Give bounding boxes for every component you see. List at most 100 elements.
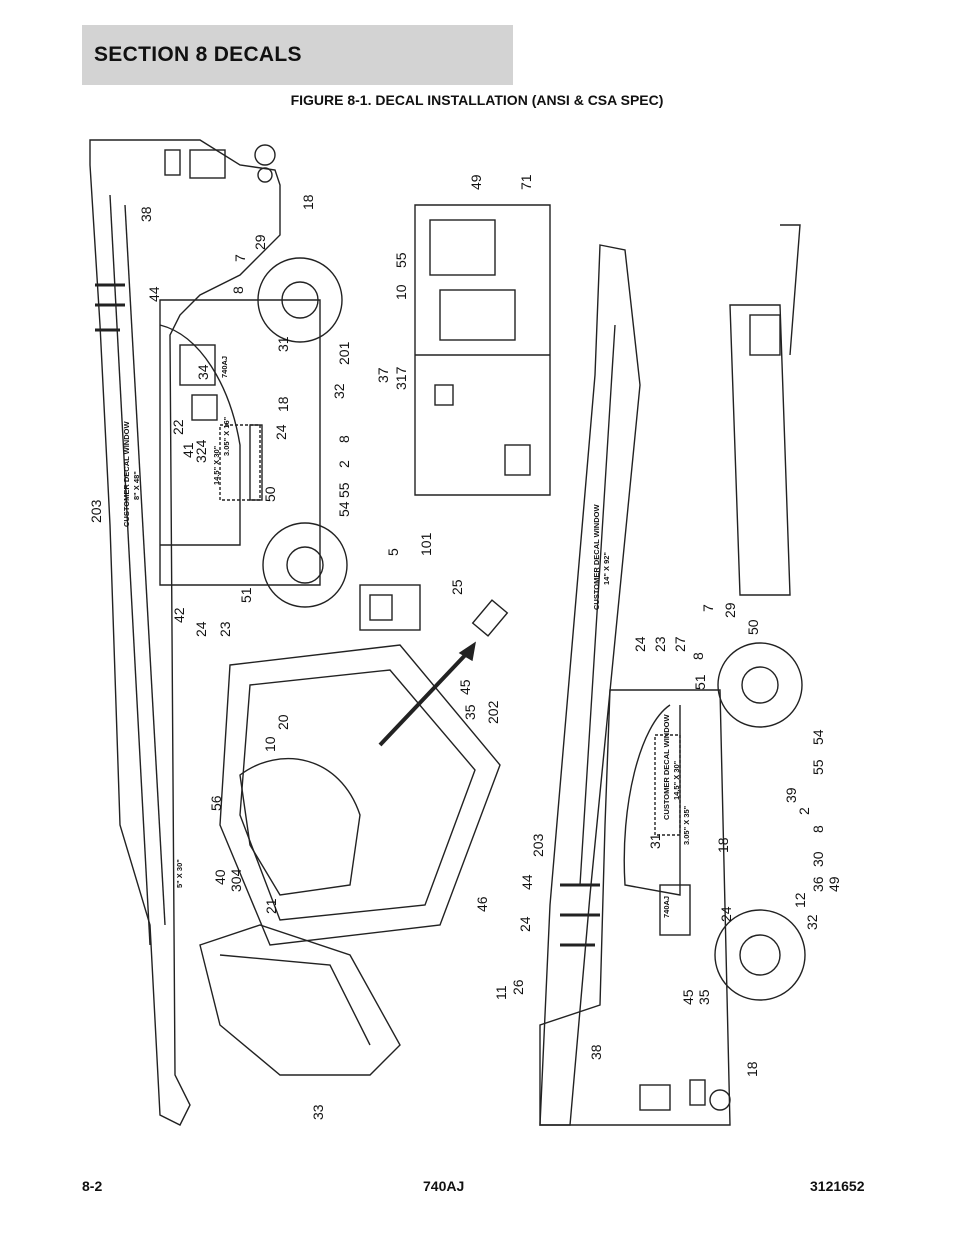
callout-201: 201 <box>336 341 352 365</box>
callout-29-b: 29 <box>722 602 738 618</box>
callout-56: 56 <box>208 795 224 811</box>
callout-21: 21 <box>263 898 279 914</box>
document-number: 3121652 <box>810 1178 865 1194</box>
decal-installation-drawing <box>89 139 806 1126</box>
callout-49: 49 <box>468 174 484 190</box>
callout-45-b: 45 <box>680 989 696 1005</box>
callout-8-b: 8 <box>336 435 352 443</box>
callout-101: 101 <box>418 532 434 556</box>
callout-8-d: 8 <box>810 825 826 833</box>
callout-324: 324 <box>193 439 209 463</box>
callout-34: 34 <box>195 364 211 380</box>
left-model-plate: 740AJ <box>220 355 229 378</box>
callout-11: 11 <box>493 985 509 1000</box>
callout-51-b: 51 <box>692 674 708 690</box>
callout-31: 31 <box>275 336 291 352</box>
callout-7: 7 <box>232 254 248 262</box>
left-boom-decal-window-size: 8" X 48" <box>132 471 141 500</box>
callout-36: 36 <box>810 876 826 892</box>
callout-35-b: 35 <box>696 989 712 1005</box>
callout-2-b: 2 <box>796 807 812 815</box>
callout-23: 23 <box>217 621 233 637</box>
page-number: 8-2 <box>82 1178 103 1194</box>
callout-50: 50 <box>262 486 278 502</box>
callout-20: 20 <box>275 714 291 730</box>
control-box-drawing <box>414 204 551 496</box>
right-side-decal-window-size: 14.5" X 30" <box>672 760 681 800</box>
callout-203: 203 <box>88 499 104 523</box>
callout-45: 45 <box>457 679 473 695</box>
section-header: SECTION 8 DECALS <box>82 25 513 85</box>
right-boom-decal-window-size: 14" X 92" <box>602 552 611 585</box>
right-machine-drawing <box>539 642 806 1126</box>
callout-18-c: 18 <box>715 837 731 853</box>
callout-23-b: 23 <box>652 636 668 652</box>
callout-202: 202 <box>485 700 501 724</box>
decal-5-drawing <box>359 584 421 631</box>
left-machine-drawing <box>89 139 348 1126</box>
callout-10-b: 10 <box>262 736 278 752</box>
callout-24-e: 24 <box>718 906 734 922</box>
callout-38: 38 <box>138 206 154 222</box>
callout-49-b: 49 <box>826 876 842 892</box>
callout-24-c: 24 <box>193 621 209 637</box>
callout-44: 44 <box>146 286 162 302</box>
callout-8-c: 8 <box>690 652 706 660</box>
callout-55-c: 55 <box>810 759 826 775</box>
left-boom-decal-window-label: CUSTOMER DECAL WINDOW <box>122 421 131 527</box>
callout-31-b: 31 <box>647 833 663 849</box>
callout-24-d: 24 <box>632 636 648 652</box>
callout-71: 71 <box>518 174 534 190</box>
section-title: SECTION 8 DECALS <box>94 43 302 66</box>
cover-drawing <box>199 924 401 1076</box>
callout-29: 29 <box>252 234 268 250</box>
right-model-plate: 740AJ <box>662 895 671 918</box>
left-boom-small-decal-size: 5" X 30" <box>175 859 184 888</box>
callout-32: 32 <box>331 383 347 399</box>
right-side-decal-window-label: CUSTOMER DECAL WINDOW <box>662 714 671 820</box>
right-boom-drawing <box>539 244 641 1126</box>
right-side-small-decal-size: 3.05" X 35" <box>682 805 691 845</box>
model-name: 740AJ <box>423 1178 465 1194</box>
callout-203-b: 203 <box>530 833 546 857</box>
callout-42: 42 <box>171 607 187 623</box>
callout-35: 35 <box>462 704 478 720</box>
callout-18-d: 18 <box>744 1061 760 1077</box>
callout-26: 26 <box>510 979 526 995</box>
callout-54: 54 <box>336 501 352 517</box>
callout-32-b: 32 <box>804 914 820 930</box>
callout-10: 10 <box>393 284 409 300</box>
callout-25: 25 <box>449 579 465 595</box>
callout-304: 304 <box>228 868 244 892</box>
callout-33: 33 <box>310 1104 326 1120</box>
callout-22: 22 <box>170 419 186 435</box>
callout-24-f: 24 <box>517 916 533 932</box>
callout-50-b: 50 <box>745 619 761 635</box>
callout-44-b: 44 <box>519 874 535 890</box>
left-side-small-decal-size: 3.05" X 16" <box>222 416 231 456</box>
callout-8: 8 <box>230 286 246 294</box>
callout-51: 51 <box>238 587 254 603</box>
callout-40: 40 <box>212 869 228 885</box>
callout-18-b: 18 <box>275 396 291 412</box>
callout-46: 46 <box>474 896 490 912</box>
right-boom-decal-window-label: CUSTOMER DECAL WINDOW <box>592 504 601 610</box>
platform-basket-drawing <box>219 599 509 946</box>
left-side-decal-window-size: 14.5" X 30" <box>212 445 221 485</box>
callout-55-b: 55 <box>393 252 409 268</box>
callout-27: 27 <box>672 636 688 652</box>
figure-title: FIGURE 8-1. DECAL INSTALLATION (ANSI & C… <box>290 92 664 108</box>
callout-38-b: 38 <box>588 1044 604 1060</box>
callout-2: 2 <box>336 460 352 468</box>
callout-7-b: 7 <box>700 604 716 612</box>
callout-24: 24 <box>273 424 289 440</box>
callout-18: 18 <box>300 194 316 210</box>
callout-55: 55 <box>336 482 352 498</box>
callout-39: 39 <box>783 787 799 803</box>
callout-317: 317 <box>393 366 409 390</box>
callout-5: 5 <box>385 548 401 556</box>
callout-54-b: 54 <box>810 729 826 745</box>
callout-30: 30 <box>810 851 826 867</box>
callout-37: 37 <box>375 367 391 383</box>
callout-12: 12 <box>792 892 808 908</box>
